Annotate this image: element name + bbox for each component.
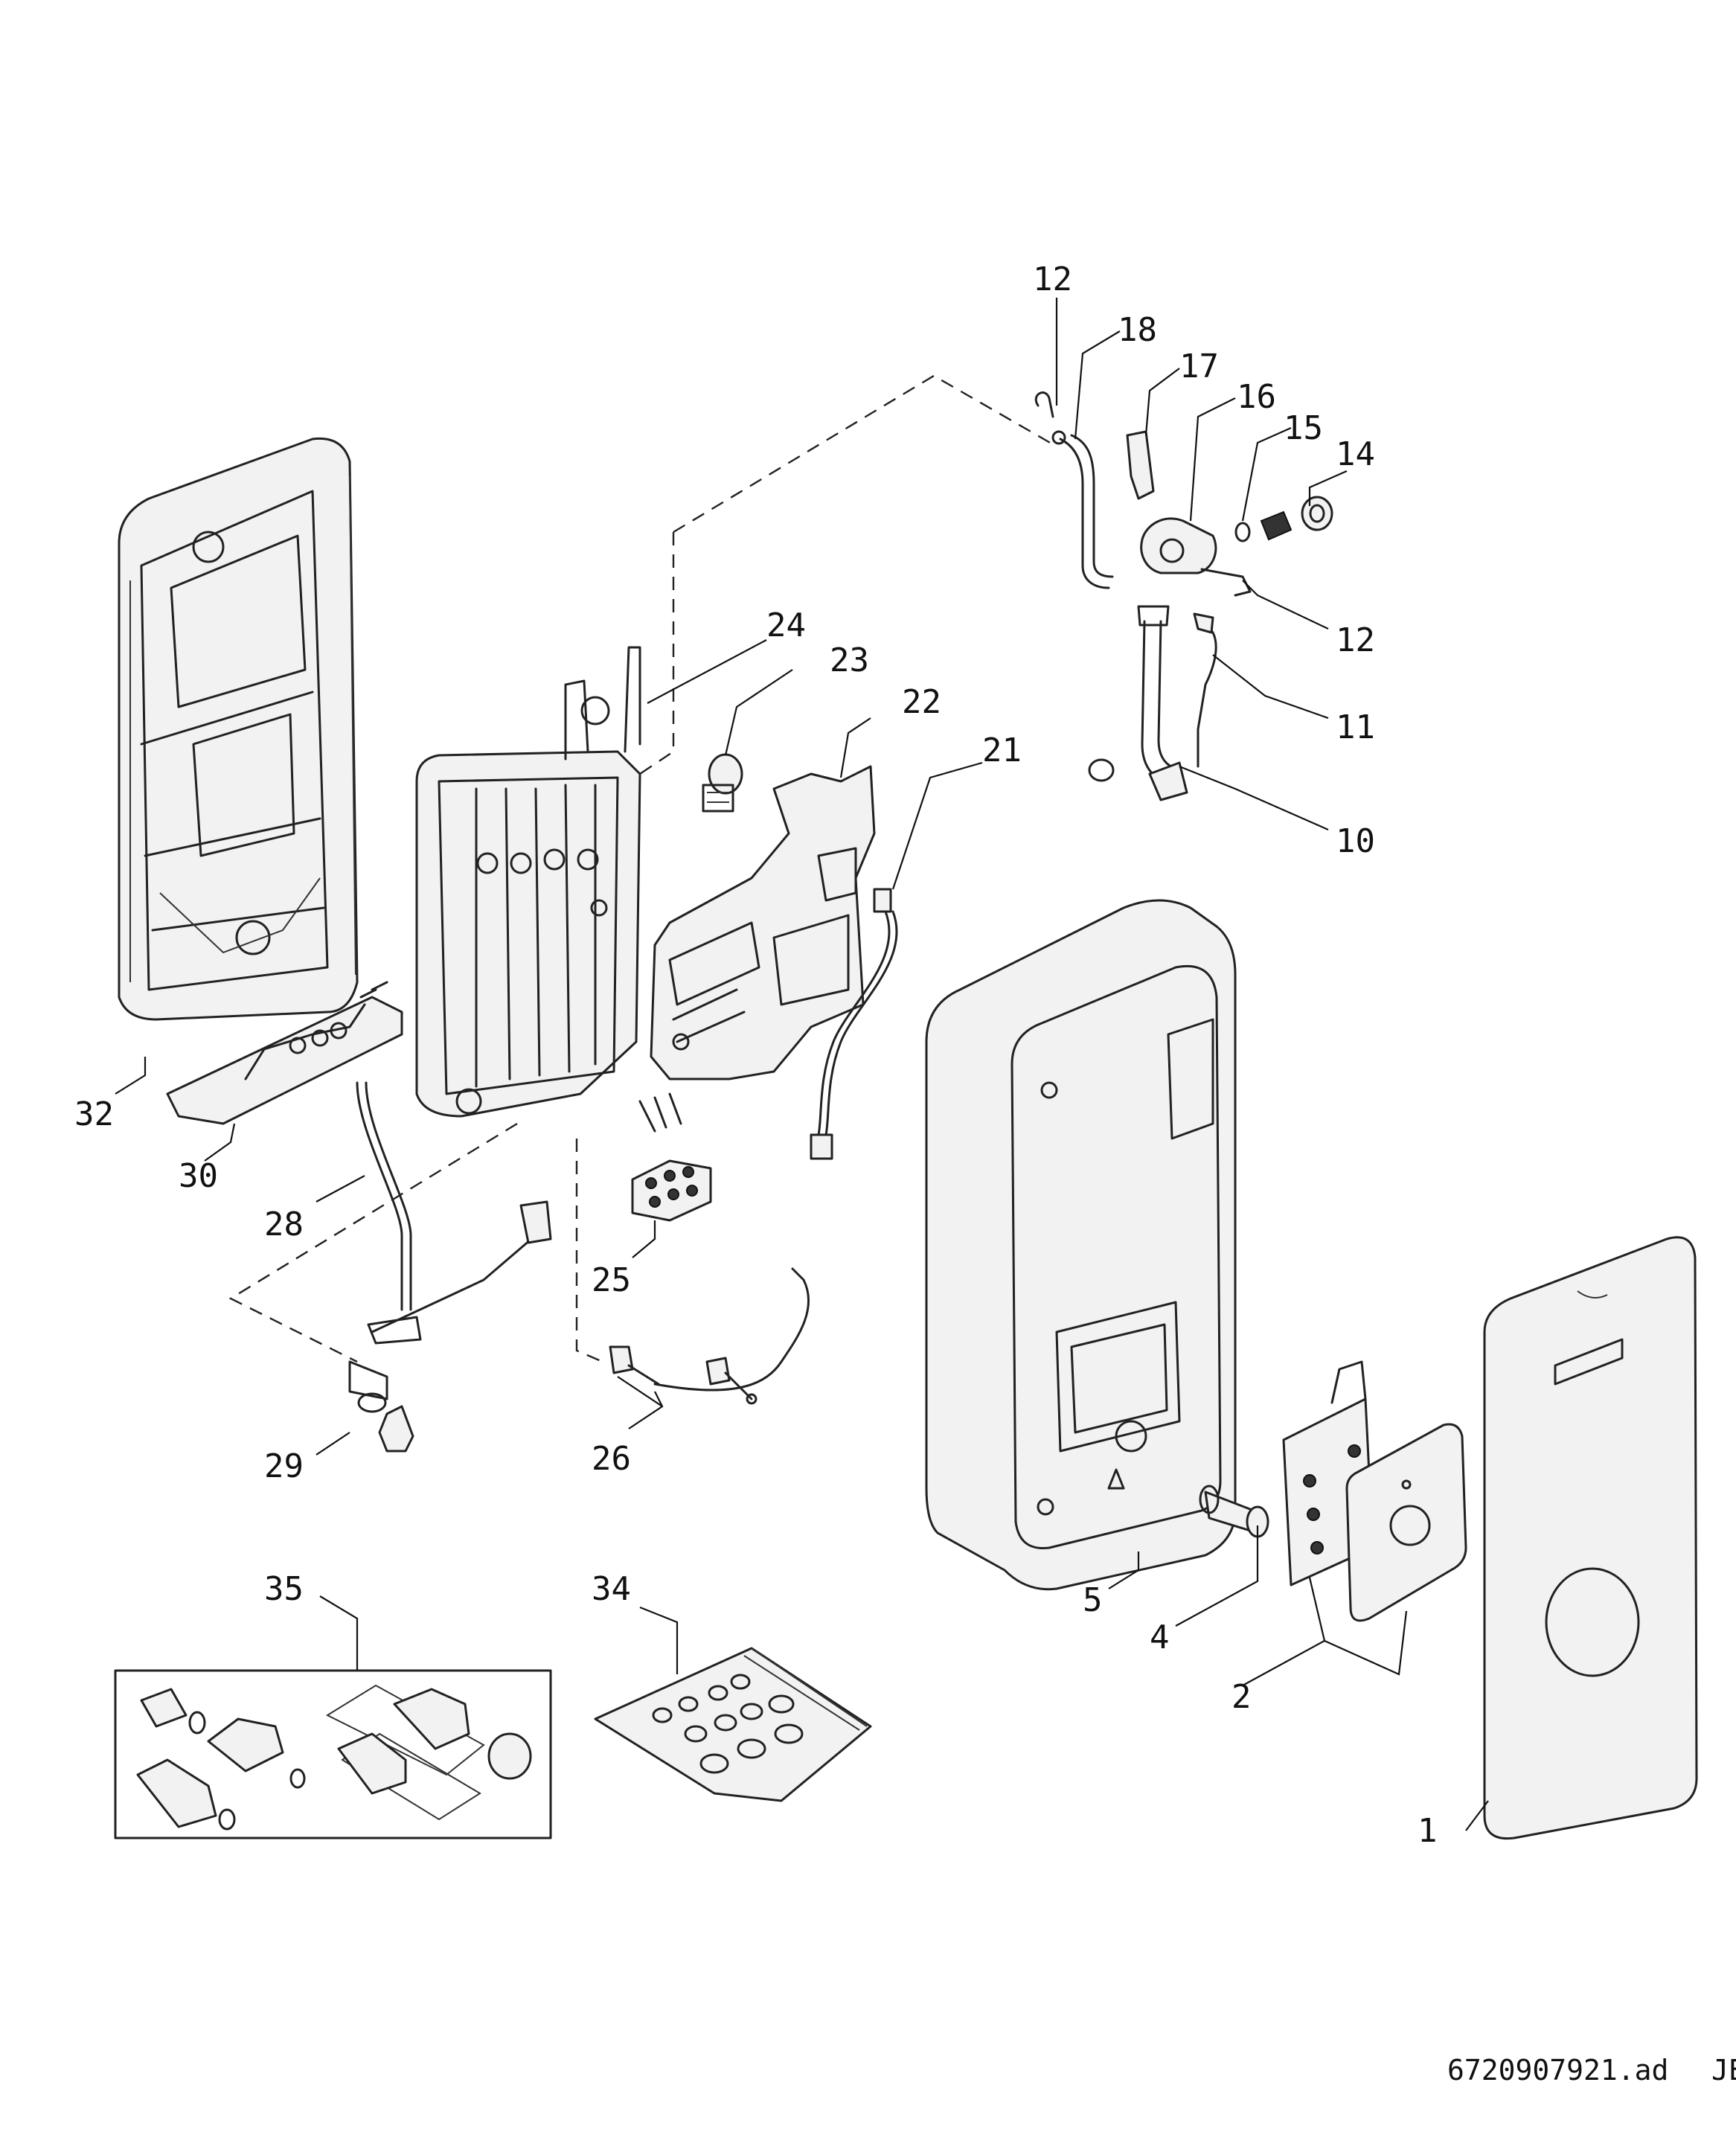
part-35-fittings-kit — [114, 1669, 552, 1839]
part-18-pipe — [1051, 430, 1114, 589]
drawing-ref-number: 6720907921.ad — [1447, 2054, 1668, 2087]
part-10-hose — [1088, 605, 1188, 801]
callout-14: 14 — [1336, 435, 1375, 473]
callout-29: 29 — [264, 1447, 304, 1485]
callout-34: 34 — [592, 1570, 631, 1608]
callout-12-top: 12 — [1033, 260, 1072, 298]
part-32-back-frame — [118, 437, 359, 1021]
part-4-knob — [1199, 1485, 1269, 1538]
callout-22: 22 — [902, 683, 941, 721]
part-23-sensor — [702, 753, 743, 813]
part-17-clip — [1126, 430, 1155, 500]
callout-24: 24 — [766, 606, 806, 644]
callout-30: 30 — [179, 1157, 218, 1195]
callout-1: 1 — [1418, 1812, 1438, 1850]
assembly-guide-lines — [228, 374, 1057, 1363]
callout-4: 4 — [1150, 1618, 1170, 1656]
part-24-heating-block — [415, 646, 641, 1118]
callout-18: 18 — [1118, 311, 1157, 349]
callout-labels: 1 2 4 5 10 11 12 12 14 15 16 17 18 21 22… — [74, 260, 1438, 1850]
part-14-connector — [1260, 496, 1333, 541]
part-28-hose — [356, 1081, 552, 1345]
part-30-bottom-bracket — [166, 981, 403, 1125]
part-2-control-unit — [1282, 1360, 1467, 1622]
part-21-cable — [810, 888, 898, 1160]
callout-15: 15 — [1284, 409, 1323, 447]
callout-11: 11 — [1336, 708, 1375, 746]
callout-25: 25 — [592, 1261, 631, 1299]
part-26-sensor-cable — [609, 1267, 810, 1405]
callout-10: 10 — [1336, 822, 1375, 860]
callout-2: 2 — [1231, 1678, 1252, 1716]
leader-lines — [115, 298, 1489, 1831]
callout-35: 35 — [264, 1570, 304, 1608]
part-1-front-panel — [1483, 1236, 1698, 1840]
callout-16: 16 — [1237, 378, 1276, 416]
part-16-valve — [1140, 517, 1217, 574]
callout-17: 17 — [1179, 348, 1219, 385]
part-5-cover-shell — [925, 899, 1237, 1591]
callout-28: 28 — [264, 1205, 304, 1243]
callout-12-right: 12 — [1336, 621, 1375, 659]
callout-26: 26 — [592, 1440, 631, 1478]
callout-21: 21 — [982, 731, 1022, 769]
part-22-electronics-module — [638, 765, 876, 1133]
drawing-reference: 6720907921.ad JE — [1447, 2054, 1736, 2087]
callout-23: 23 — [830, 641, 869, 679]
callout-5: 5 — [1083, 1581, 1103, 1619]
part-11-capillary — [1193, 612, 1217, 768]
part-29-pipe-fitting — [348, 1360, 414, 1453]
callout-32: 32 — [74, 1095, 114, 1133]
drawing-ref-suffix: JE — [1711, 2054, 1736, 2087]
part-25-terminal-block — [631, 1159, 712, 1222]
part-34-seal-bag — [594, 1647, 872, 1802]
part-15-seal — [1234, 522, 1251, 542]
